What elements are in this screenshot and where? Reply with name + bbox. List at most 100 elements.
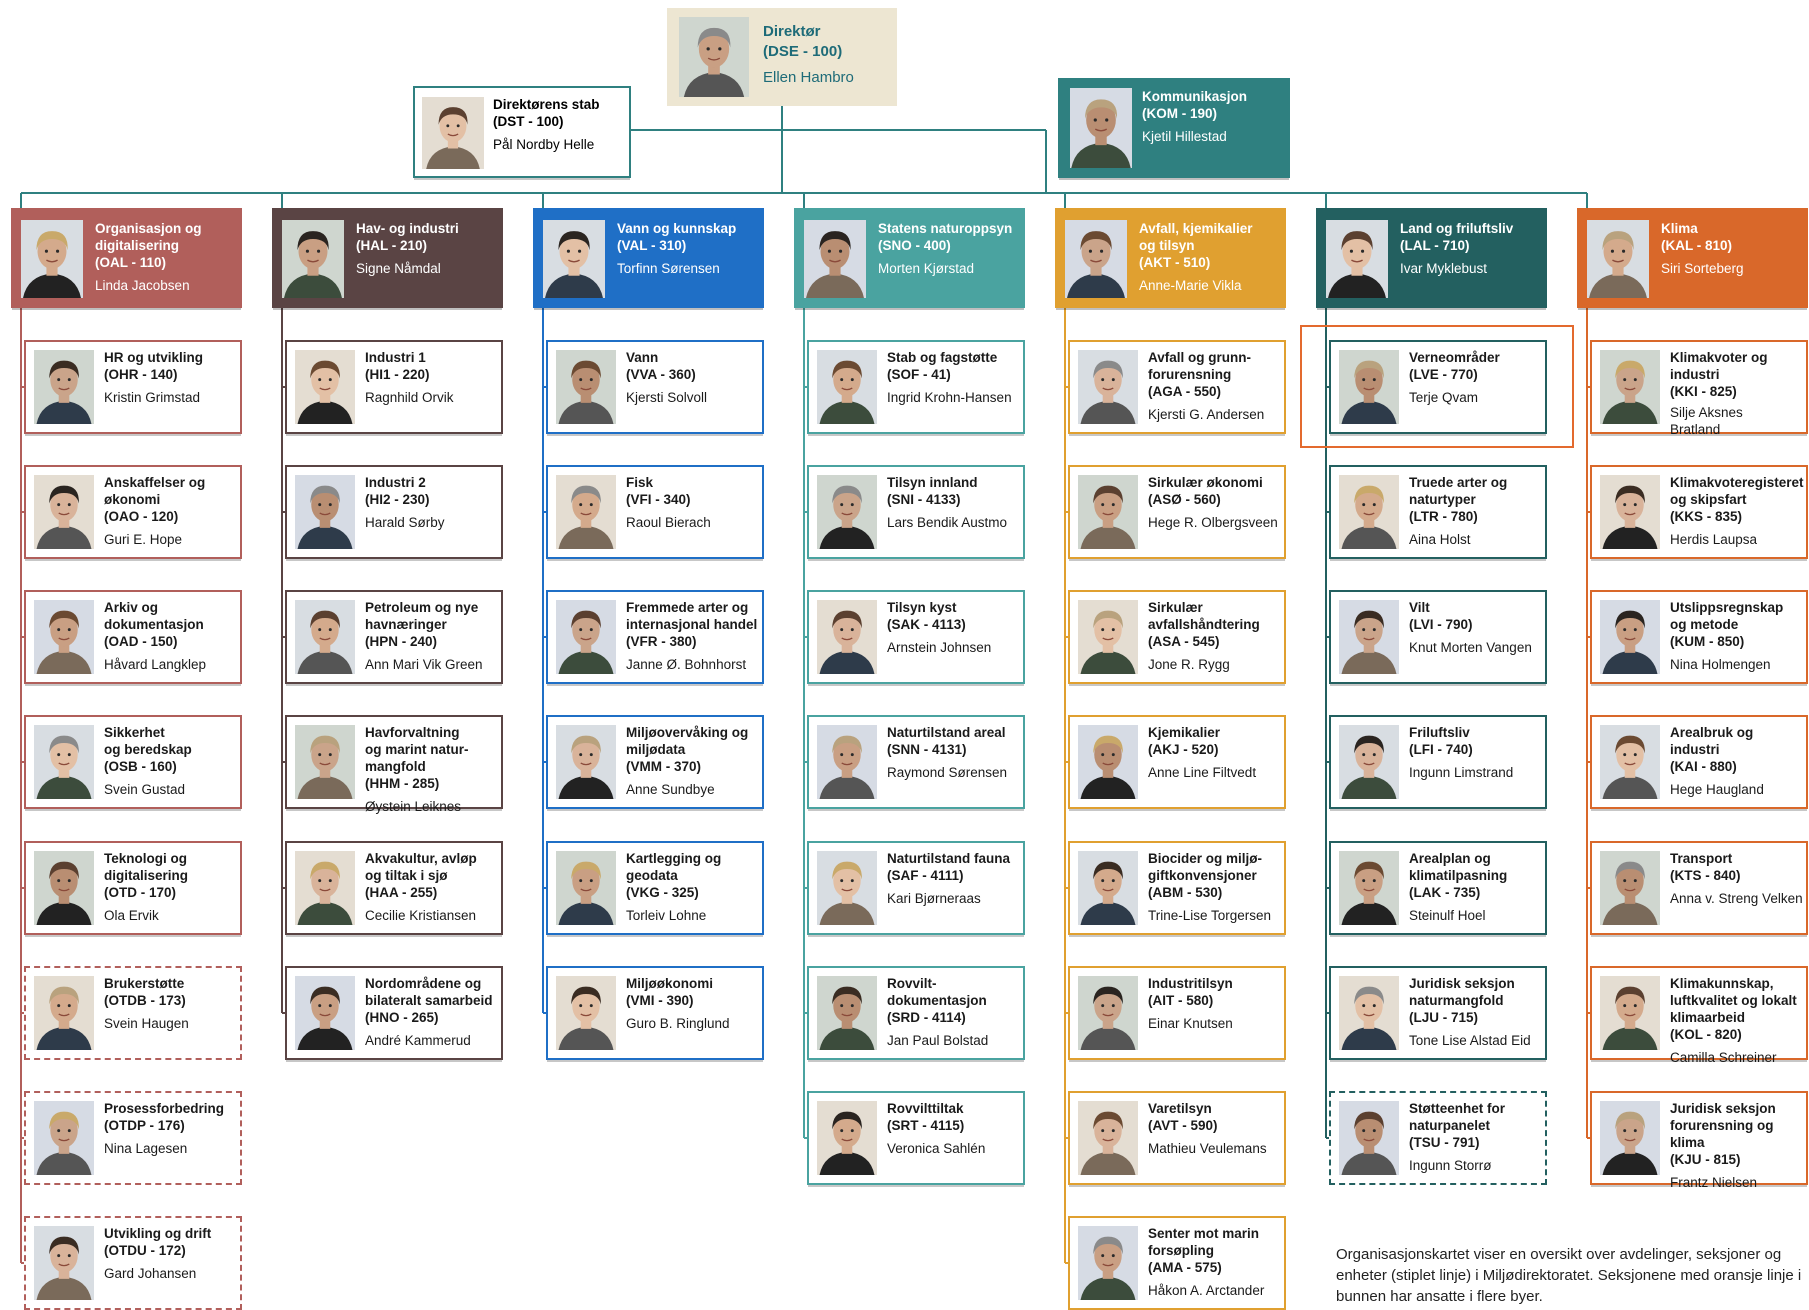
section-otdp-title: Prosessforbedring [104, 1101, 225, 1116]
section-osb[interactable]: Sikkerhet og beredskap(OSB - 160)Svein G… [24, 715, 242, 809]
section-abm[interactable]: Biocider og miljø- giftkonvensjoner(ABM … [1068, 841, 1286, 935]
dept-lal-photo [1326, 220, 1388, 298]
section-akj[interactable]: Kjemikalier(AKJ - 520)Anne Line Filtvedt [1068, 715, 1286, 809]
dept-sno-header[interactable]: Statens naturoppsyn(SNO - 400)Morten Kjø… [794, 208, 1025, 308]
section-sni-photo [817, 475, 877, 549]
section-sak[interactable]: Tilsyn kyst(SAK - 4113)Arnstein Johnsen [807, 590, 1025, 684]
section-haa[interactable]: Akvakultur, avløp og tiltak i sjø(HAA - … [285, 841, 503, 935]
section-ltr[interactable]: Truede arter og naturtyper(LTR - 780)Ain… [1329, 465, 1547, 559]
section-kol-title: Klimakunnskap, luftkvalitet og lokalt kl… [1670, 976, 1797, 1025]
dept-hal-person: Signe Nåmdal [356, 261, 441, 276]
section-sof-title: Stab og fagstøtte [887, 350, 998, 365]
section-hi1[interactable]: Industri 1(HI1 - 220)Ragnhild Orvik [285, 340, 503, 434]
dept-val-photo [543, 220, 605, 298]
section-tsu[interactable]: Støtteenhet for naturpanelet(TSU - 791)I… [1329, 1091, 1547, 1185]
section-hpn[interactable]: Petroleum og nye havnæringer(HPN - 240)A… [285, 590, 503, 684]
dept-kal-header[interactable]: Klima(KAL - 810)Siri Sorteberg [1577, 208, 1808, 308]
section-otdb-title: Brukerstøtte [104, 976, 185, 991]
section-ama-code: (AMA - 575) [1148, 1260, 1222, 1275]
section-lju-code: (LJU - 715) [1409, 1010, 1479, 1025]
section-lve[interactable]: Verneområder(LVE - 770)Terje Qvam [1329, 340, 1547, 434]
section-lvi-code: (LVI - 790) [1409, 617, 1473, 632]
section-aga[interactable]: Avfall og grunn- forurensning(AGA - 550)… [1068, 340, 1286, 434]
section-lve-person: Terje Qvam [1409, 390, 1479, 405]
section-kks[interactable]: Klimakvoteregisteret og skipsfart(KKS - … [1590, 465, 1808, 559]
section-vmm-code: (VMM - 370) [626, 759, 702, 774]
section-kts[interactable]: Transport(KTS - 840)Anna v. Streng Velke… [1590, 841, 1808, 935]
section-lfi[interactable]: Friluftsliv(LFI - 740)Ingunn Limstrand [1329, 715, 1547, 809]
dept-val-header[interactable]: Vann og kunnskap(VAL - 310)Torfinn Søren… [533, 208, 764, 308]
section-otdp[interactable]: Prosessforbedring(OTDP - 176)Nina Lagese… [24, 1091, 242, 1185]
section-oad[interactable]: Arkiv og dokumentasjon(OAD - 150)Håvard … [24, 590, 242, 684]
section-kju[interactable]: Juridisk seksjon forurensning og klima(K… [1590, 1091, 1808, 1190]
section-kol[interactable]: Klimakunnskap, luftkvalitet og lokalt kl… [1590, 966, 1808, 1065]
section-ohr-photo [34, 350, 94, 424]
section-lak[interactable]: Arealplan og klimatilpasning(LAK - 735)S… [1329, 841, 1547, 935]
section-sof[interactable]: Stab og fagstøtte(SOF - 41)Ingrid Krohn-… [807, 340, 1025, 434]
section-ohr[interactable]: HR og utvikling(OHR - 140)Kristin Grimst… [24, 340, 242, 434]
section-asø[interactable]: Sirkulær økonomi(ASØ - 560)Hege R. Olber… [1068, 465, 1286, 559]
section-vfi[interactable]: Fisk(VFI - 340)Raoul Bierach [546, 465, 764, 559]
section-hno[interactable]: Nordområdene og bilateralt samarbeid(HNO… [285, 966, 503, 1060]
section-asa[interactable]: Sirkulær avfallshåndtering(ASA - 545)Jon… [1068, 590, 1286, 684]
section-hno-person: André Kammerud [365, 1033, 471, 1048]
section-saf[interactable]: Naturtilstand fauna(SAF - 4111)Kari Bjør… [807, 841, 1025, 935]
section-lju[interactable]: Juridisk seksjon naturmangfold(LJU - 715… [1329, 966, 1547, 1060]
section-vva[interactable]: Vann(VVA - 360)Kjersti Solvoll [546, 340, 764, 434]
section-ait-title: Industritilsyn [1148, 976, 1233, 991]
section-tsu-title: Støtteenhet for naturpanelet [1409, 1101, 1505, 1133]
section-hi2-title: Industri 2 [365, 475, 426, 490]
section-kai[interactable]: Arealbruk og industri(KAI - 880)Hege Hau… [1590, 715, 1808, 809]
section-hi2[interactable]: Industri 2(HI2 - 230)Harald Sørby [285, 465, 503, 559]
dept-lal-header[interactable]: Land og friluftsliv(LAL - 710)Ivar Mykle… [1316, 208, 1547, 308]
section-ama-person: Håkon A. Arctander [1148, 1283, 1265, 1298]
dept-oal-header[interactable]: Organisasjon og digitalisering(OAL - 110… [11, 208, 242, 308]
dept-akt-code: (AKT - 510) [1139, 255, 1211, 270]
section-vfr[interactable]: Fremmede arter og internasjonal handel(V… [546, 590, 764, 684]
section-sni-title: Tilsyn innland [887, 475, 978, 490]
section-srd[interactable]: Rovvilt- dokumentasjon(SRD - 4114)Jan Pa… [807, 966, 1025, 1060]
dept-lal-person: Ivar Myklebust [1400, 261, 1488, 276]
section-snn[interactable]: Naturtilstand areal(SNN - 4131)Raymond S… [807, 715, 1025, 809]
section-vmi[interactable]: Miljøøkonomi(VMI - 390)Guro B. Ringlund [546, 966, 764, 1060]
section-lfi-title: Friluftsliv [1409, 725, 1470, 740]
section-hi1-code: (HI1 - 220) [365, 367, 430, 382]
section-kum[interactable]: Utslippsregnskap og metode(KUM - 850)Nin… [1590, 590, 1808, 684]
section-akj-code: (AKJ - 520) [1148, 742, 1219, 757]
dept-hal-header[interactable]: Hav- og industri(HAL - 210)Signe Nåmdal [272, 208, 503, 308]
section-otdu[interactable]: Utvikling og drift(OTDU - 172)Gard Johan… [24, 1216, 242, 1310]
section-lvi-photo [1339, 600, 1399, 674]
section-avt[interactable]: Varetilsyn(AVT - 590)Mathieu Veulemans [1068, 1091, 1286, 1185]
section-sni-code: (SNI - 4133) [887, 492, 961, 507]
director-box[interactable]: Direktør (DSE - 100) Ellen Hambro [667, 8, 897, 106]
section-otdu-title: Utvikling og drift [104, 1226, 212, 1241]
section-otdp-photo [34, 1101, 94, 1175]
section-ama[interactable]: Senter mot marin forsøpling(AMA - 575)Hå… [1068, 1216, 1286, 1310]
section-asa-person: Jone R. Rygg [1148, 657, 1230, 672]
section-vmi-code: (VMI - 390) [626, 993, 694, 1008]
section-oao[interactable]: Anskaffelser og økonomi(OAO - 120)Guri E… [24, 465, 242, 559]
section-vfi-photo [556, 475, 616, 549]
dept-akt-header[interactable]: Avfall, kjemikalier og tilsyn(AKT - 510)… [1055, 208, 1286, 308]
section-oad-title: Arkiv og dokumentasjon [104, 600, 204, 632]
section-abm-code: (ABM - 530) [1148, 885, 1223, 900]
section-ait[interactable]: Industritilsyn(AIT - 580)Einar Knutsen [1068, 966, 1286, 1060]
section-kki-title: Klimakvoter og industri [1670, 350, 1768, 382]
communication-box[interactable]: Kommunikasjon (KOM - 190) Kjetil Hillest… [1058, 78, 1290, 178]
section-ltr-code: (LTR - 780) [1409, 509, 1478, 524]
section-srt[interactable]: Rovvilttiltak(SRT - 4115)Veronica Sahlén [807, 1091, 1025, 1185]
section-otdb[interactable]: Brukerstøtte(OTDB - 173)Svein Haugen [24, 966, 242, 1060]
section-kki[interactable]: Klimakvoter og industri(KKI - 825)Silje … [1590, 340, 1808, 437]
section-lvi[interactable]: Vilt(LVI - 790)Knut Morten Vangen [1329, 590, 1547, 684]
section-vmm[interactable]: Miljøovervåking og miljødata(VMM - 370)A… [546, 715, 764, 809]
section-ltr-title: Truede arter og naturtyper [1409, 475, 1508, 507]
section-hhm[interactable]: Havforvaltning og marint natur- mangfold… [285, 715, 503, 814]
section-otd[interactable]: Teknologi og digitalisering(OTD - 170)Ol… [24, 841, 242, 935]
dept-sno-code: (SNO - 400) [878, 238, 951, 253]
staff-box[interactable]: Direktørens stab (DST - 100) Pål Nordby … [413, 86, 631, 178]
section-sni[interactable]: Tilsyn innland(SNI - 4133)Lars Bendik Au… [807, 465, 1025, 559]
section-asa-photo [1078, 600, 1138, 674]
section-kts-photo [1600, 851, 1660, 925]
section-kum-code: (KUM - 850) [1670, 634, 1745, 649]
section-vkg[interactable]: Kartlegging og geodata(VKG - 325)Torleiv… [546, 841, 764, 935]
